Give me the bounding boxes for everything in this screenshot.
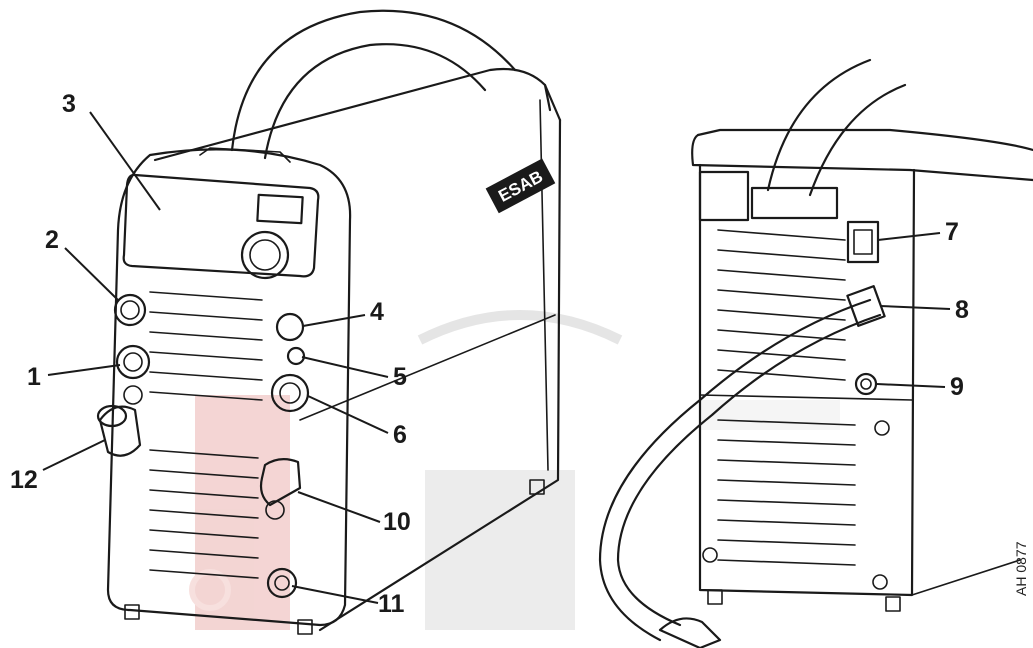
display — [256, 193, 304, 225]
callout-1: 1 — [27, 363, 41, 391]
rear-top — [696, 128, 1033, 152]
socket-4 — [275, 312, 305, 342]
knob-12 — [98, 405, 142, 457]
callout-9: 9 — [950, 373, 964, 401]
callout-7: 7 — [945, 218, 959, 246]
socket-2 — [113, 293, 147, 327]
holder-10 — [259, 458, 302, 507]
callout-labels: 3 2 1 12 4 5 6 10 11 7 8 9 — [10, 90, 969, 618]
body-top — [153, 67, 562, 162]
callout-6: 6 — [393, 421, 407, 449]
watermark — [189, 310, 840, 630]
callout-4: 4 — [370, 298, 384, 326]
callout-5: 5 — [393, 363, 407, 391]
gas-nipple-5 — [286, 346, 306, 366]
front-face — [106, 148, 352, 627]
terminal-11 — [266, 567, 298, 599]
power-plug — [658, 617, 722, 648]
cable-8 — [598, 298, 872, 642]
connection-9 — [854, 372, 878, 396]
adjust-knob — [240, 230, 290, 280]
control-panel — [122, 173, 320, 278]
callout-2: 2 — [45, 226, 59, 254]
callout-10: 10 — [383, 508, 411, 536]
brand-badge: ESAB — [485, 158, 556, 214]
rear-unit — [598, 58, 1033, 648]
socket-1 — [115, 344, 151, 380]
switch-7 — [846, 220, 880, 264]
callout-8: 8 — [955, 296, 969, 324]
rear-body — [698, 163, 916, 597]
front-unit: ESAB — [96, 9, 562, 635]
socket-6 — [270, 373, 310, 413]
body-side — [318, 118, 562, 632]
callout-3: 3 — [62, 90, 76, 118]
carry-strap — [230, 9, 517, 152]
callout-11: 11 — [378, 590, 405, 618]
vents-lower — [149, 449, 259, 579]
drawing-code: AH 0877 — [1013, 541, 1029, 596]
leader-lines — [42, 111, 951, 604]
callout-12: 12 — [10, 466, 38, 494]
vents-upper — [149, 291, 263, 401]
